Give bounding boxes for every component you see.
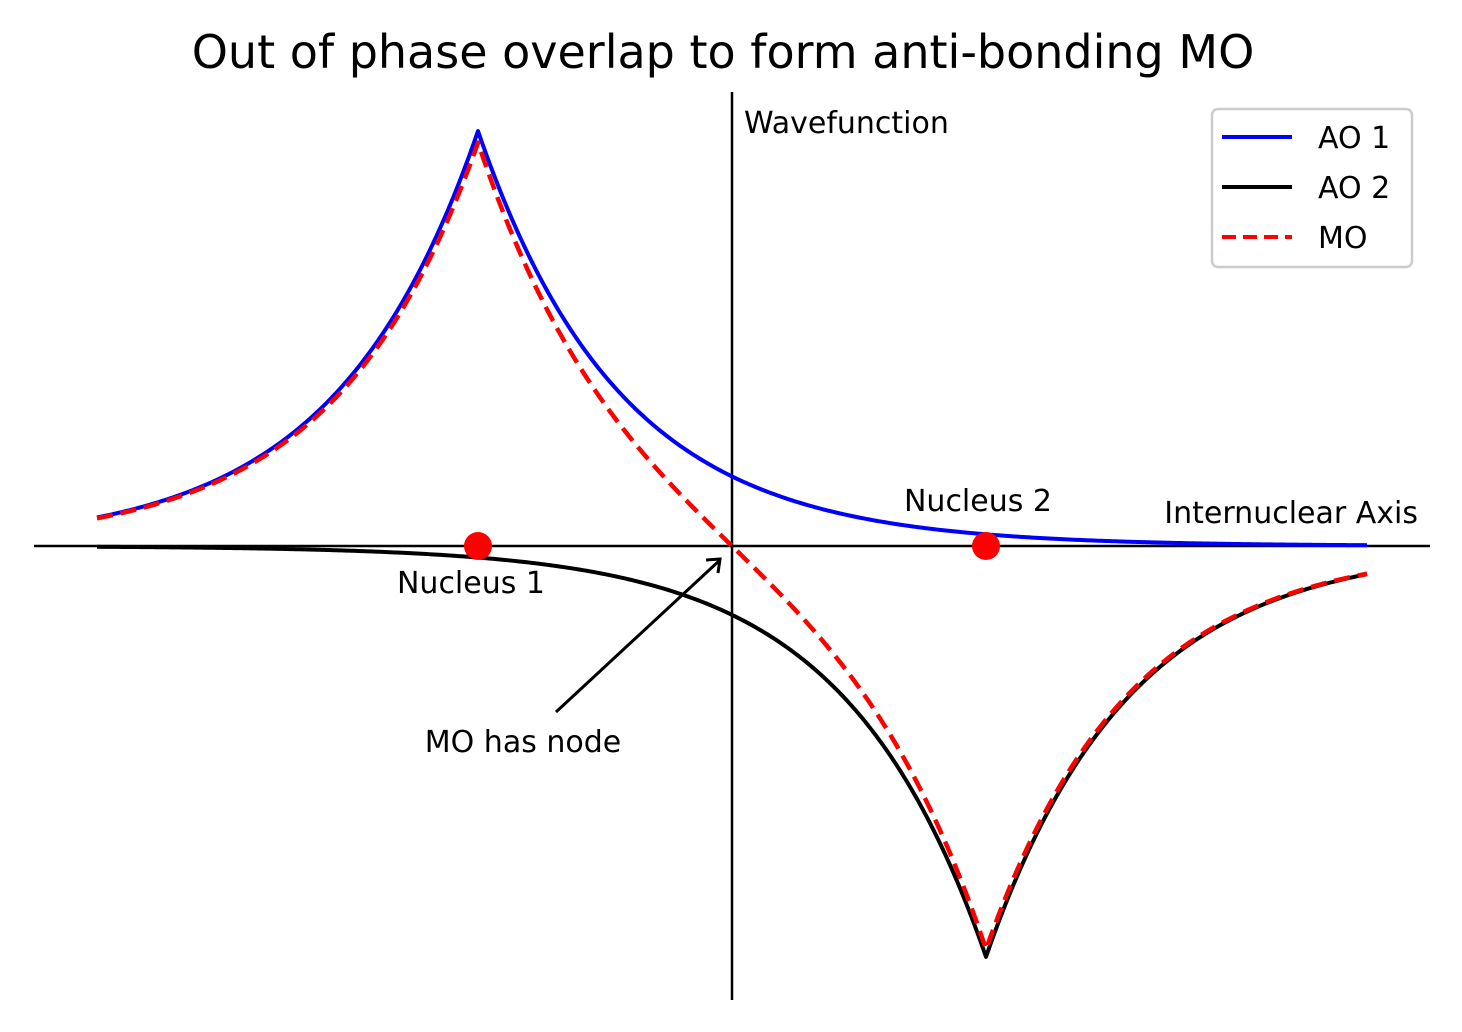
legend-label-ao-1: AO 1 [1318,121,1390,156]
node-annotation-label: MO has node [425,725,621,760]
node-annotation-arrow [554,558,722,714]
node-annotation-arrowhead [705,557,722,574]
x-axis-label: Internuclear Axis [1164,496,1418,531]
nucleus-1-marker [464,532,492,560]
nucleus-2-marker [972,532,1000,560]
legend-box [1210,107,1414,269]
legend-label-mo: MO [1318,221,1368,256]
y-axis-label: Wavefunction [744,106,949,141]
chart-title: Out of phase overlap to form anti-bondin… [192,25,1255,79]
legend-label-ao-2: AO 2 [1318,171,1390,206]
series-line-mo [96,140,1368,952]
series-line-ao-1 [96,129,1368,548]
legend: AO 1 AO 2 MO [1210,107,1414,269]
nucleus-1-label: Nucleus 1 [397,566,545,601]
nucleus-2-label: Nucleus 2 [904,484,1052,519]
